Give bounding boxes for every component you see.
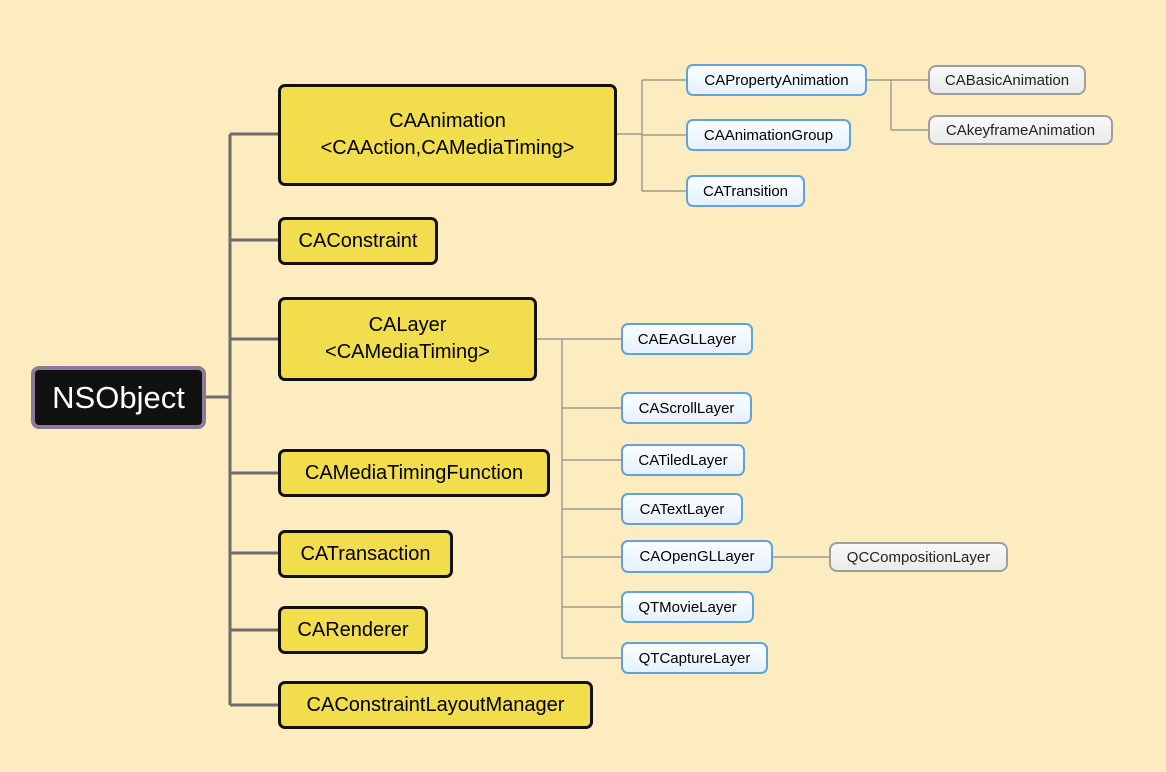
- class-name: CAAnimationGroup: [703, 126, 834, 144]
- class-node-caconstraint[interactable]: CAConstraint: [278, 217, 438, 265]
- class-node-calayer[interactable]: CALayer <CAMediaTiming>: [278, 297, 537, 381]
- class-node-camediatimingfunction[interactable]: CAMediaTimingFunction: [278, 449, 550, 497]
- protocol-list: <CAMediaTiming>: [325, 341, 490, 363]
- class-name: CAPropertyAnimation: [704, 71, 849, 89]
- class-node-qtcapturelayer[interactable]: QTCaptureLayer: [621, 642, 768, 674]
- class-node-cakeyframeanimation[interactable]: CAkeyframeAnimation: [928, 115, 1113, 145]
- class-node-caanimationgroup[interactable]: CAAnimationGroup: [686, 119, 851, 151]
- class-node-caeagllayer[interactable]: CAEAGLLayer: [621, 323, 753, 355]
- class-node-catransaction[interactable]: CATransaction: [278, 530, 453, 578]
- class-name: CAScrollLayer: [638, 399, 735, 417]
- class-name: CAOpenGLLayer: [639, 548, 755, 565]
- class-node-caanimation[interactable]: CAAnimation <CAAction,CAMediaTiming>: [278, 84, 617, 186]
- class-node-cabasicanimation[interactable]: CABasicAnimation: [928, 65, 1086, 95]
- class-name: QTCaptureLayer: [638, 649, 751, 667]
- class-name: CAkeyframeAnimation: [945, 121, 1096, 139]
- root-node[interactable]: NSObject: [31, 366, 206, 429]
- class-node-caconstraintlayoutmanager[interactable]: CAConstraintLayoutManager: [278, 681, 593, 729]
- class-name: CAConstraintLayoutManager: [306, 693, 565, 716]
- class-node-catextlayer[interactable]: CATextLayer: [621, 493, 743, 525]
- class-name: QTMovieLayer: [638, 598, 737, 616]
- class-name: CATiledLayer: [638, 451, 728, 469]
- class-name: CALayer: [368, 314, 447, 336]
- class-node-qtmovielayer[interactable]: QTMovieLayer: [621, 591, 754, 623]
- class-name: CATransaction: [300, 542, 431, 565]
- class-node-catransition[interactable]: CATransition: [686, 175, 805, 207]
- class-name: CATextLayer: [639, 500, 725, 518]
- class-node-cascrolllayer[interactable]: CAScrollLayer: [621, 392, 752, 424]
- class-node-catiledlayer[interactable]: CATiledLayer: [621, 444, 745, 476]
- class-name: CAAnimation: [389, 110, 506, 132]
- class-node-capropertyanimation[interactable]: CAPropertyAnimation: [686, 64, 867, 96]
- class-name: CAMediaTimingFunction: [304, 461, 524, 484]
- class-node-caopengllayer[interactable]: CAOpenGLLayer: [621, 540, 773, 573]
- class-node-carenderer[interactable]: CARenderer: [278, 606, 428, 654]
- class-name: CAEAGLLayer: [637, 330, 737, 348]
- class-node-qccompositionlayer[interactable]: QCCompositionLayer: [829, 542, 1008, 572]
- protocol-list: <CAAction,CAMediaTiming>: [320, 137, 575, 159]
- class-name: CARenderer: [297, 618, 409, 641]
- class-name: CABasicAnimation: [944, 71, 1070, 89]
- root-label: NSObject: [52, 379, 185, 415]
- class-name: CATransition: [702, 182, 789, 200]
- class-name: CAConstraint: [298, 229, 418, 252]
- class-name: QCCompositionLayer: [846, 548, 991, 566]
